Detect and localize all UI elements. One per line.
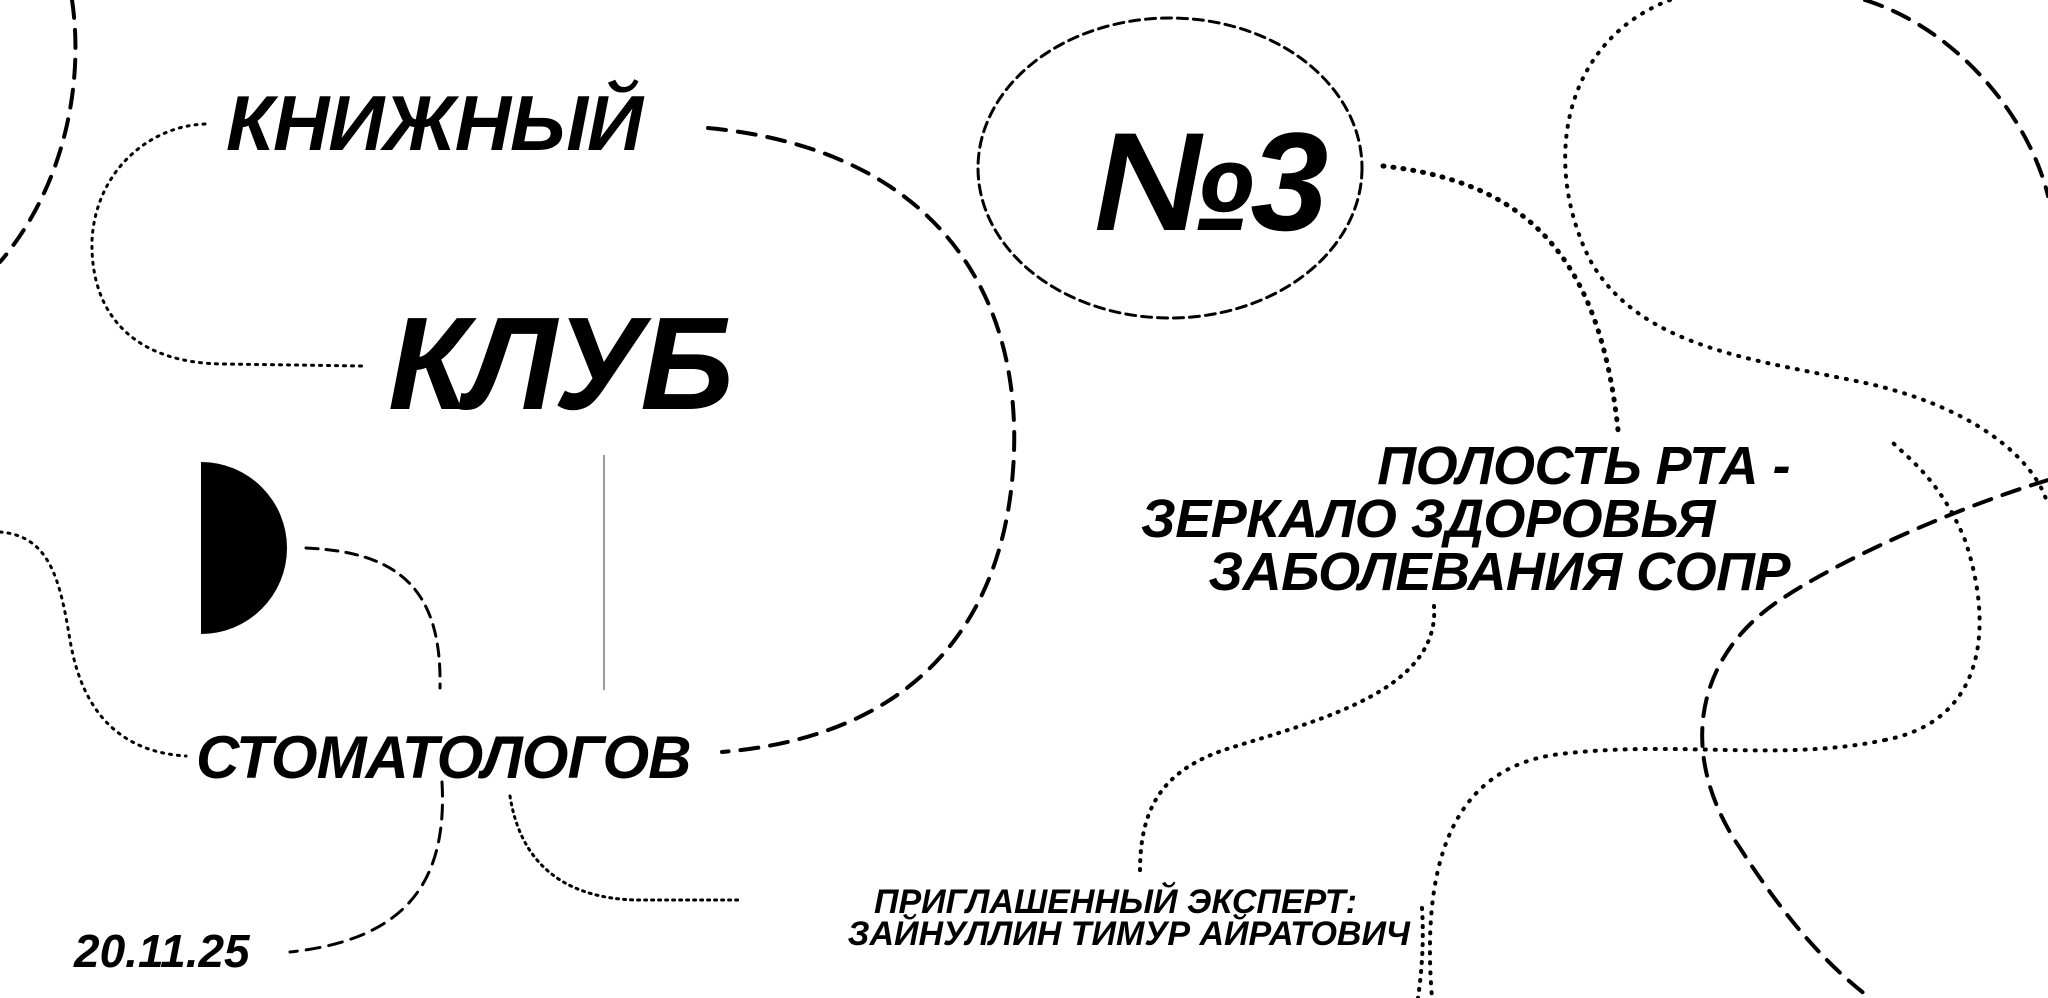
dotted-curve-issue-topic [1380,163,1621,433]
dotted-shape-top-right [1563,0,2048,508]
topic-line: ПОЛОСТЬ РТА - [1377,436,1790,496]
dotted-circle-right [1427,438,1982,998]
dotted-curve-expert [508,794,744,902]
dotted-curve-left [0,530,188,758]
issue-number: №3 [1094,103,1328,260]
expert-block: ПРИГЛАШЕННЫЙ ЭКСПЕРТ: ЗАЙНУЛЛИН ТИМУР АЙ… [700,883,1410,954]
dashed-loop-title [706,126,1017,754]
dashed-arc-top-left [0,0,78,264]
dashed-curve-right [1700,478,2048,998]
title-line-2: КЛУБ [388,290,734,437]
title-line-1: КНИЖНЫЙ [226,79,643,167]
expert-name: ЗАЙНУЛЛИН ТИМУР АЙРАТОВИЧ [847,915,1410,954]
dotted-curve-title-left [90,122,364,368]
topic-line: ЗЕРКАЛО ЗДОРОВЬЯ [1141,488,1715,549]
topic-line: ЗАБОЛЕВАНИЯ СОПР [1208,541,1790,602]
topic-block: ПОЛОСТЬ РТА - ЗЕРКАЛО ЗДОРОВЬЯ ЗАБОЛЕВАН… [1000,436,1790,602]
event-date: 20.11.25 [74,925,250,977]
dashed-circle-issue [976,16,1364,320]
dashed-curve-logo [304,546,442,690]
expert-label: ПРИГЛАШЕННЫЙ ЭКСПЕРТ: [874,883,1357,921]
dotted-curve-expert-right [1416,906,1425,998]
half-circle-logo-icon [201,462,287,634]
title-line-3: СТОМАТОЛОГОВ [196,724,691,791]
dashed-curve-top-right [1863,0,2048,198]
dotted-curve-topic-expert [1138,604,1437,874]
dashed-curve-date [288,780,444,954]
